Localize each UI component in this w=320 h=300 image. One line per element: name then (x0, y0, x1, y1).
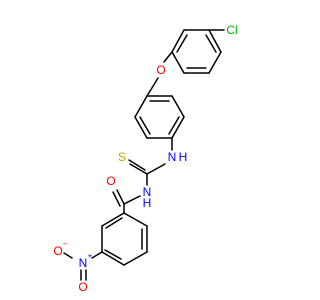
amine-nh-lower-atom: N H (143, 185, 152, 210)
bond (101, 251, 125, 266)
ether-oxygen-label: O (156, 63, 165, 77)
amine-nh-upper-h-label: H (179, 150, 188, 164)
bond (171, 116, 185, 139)
bond (171, 51, 185, 74)
thione-sulfur-label: S (118, 150, 126, 164)
bond (134, 116, 148, 139)
atom-label-group: Cl O N H S N H O N + O − O (53, 23, 237, 294)
thione-sulfur-atom: S (118, 150, 126, 164)
bond-group (63, 29, 225, 281)
bond (163, 51, 173, 63)
ether-oxygen-atom: O (156, 63, 165, 77)
carbonyl-oxygen-atom: O (106, 174, 115, 188)
bond (101, 212, 125, 227)
nitro-oxygen-left-charge: − (63, 240, 68, 249)
bond (208, 29, 222, 53)
bond (123, 212, 148, 227)
bond (139, 116, 151, 135)
nitro-nitrogen-atom: N + (79, 252, 93, 271)
bond (123, 195, 141, 205)
bond (146, 163, 166, 175)
bond (63, 252, 73, 259)
carbonyl-oxygen-label: O (106, 174, 115, 188)
nitro-oxygen-left-atom: O − (53, 240, 67, 259)
bond (112, 191, 121, 207)
nitro-oxygen-lower-label: O (78, 280, 87, 294)
amine-nh-upper-atom: N H (168, 150, 188, 164)
chlorine-label: Cl (226, 23, 237, 37)
bond (205, 34, 217, 53)
bond (116, 189, 125, 205)
bond (171, 95, 185, 118)
bond (171, 29, 185, 53)
bond (176, 34, 188, 53)
nitro-oxygen-left-label: O (53, 244, 62, 258)
bond (105, 217, 123, 229)
bond (134, 95, 148, 118)
nitro-nitrogen-charge: + (88, 252, 93, 261)
nitro-nitrogen-label: N (79, 256, 88, 270)
bond (168, 116, 180, 135)
bond (208, 51, 222, 74)
chlorine-atom: Cl (226, 23, 237, 37)
bond (123, 251, 148, 266)
chemical-structure-diagram: Cl O N H S N H O N + O − O (53, 23, 237, 294)
amine-nh-lower-n-label: N (143, 185, 152, 199)
amine-nh-lower-h-label: H (143, 196, 152, 210)
nitro-oxygen-lower-atom: O (78, 280, 87, 294)
bond (104, 249, 122, 260)
bond (91, 251, 103, 259)
amine-nh-upper-n-label: N (168, 150, 177, 164)
bond (146, 77, 159, 97)
bond (128, 159, 146, 171)
bond (129, 163, 148, 175)
